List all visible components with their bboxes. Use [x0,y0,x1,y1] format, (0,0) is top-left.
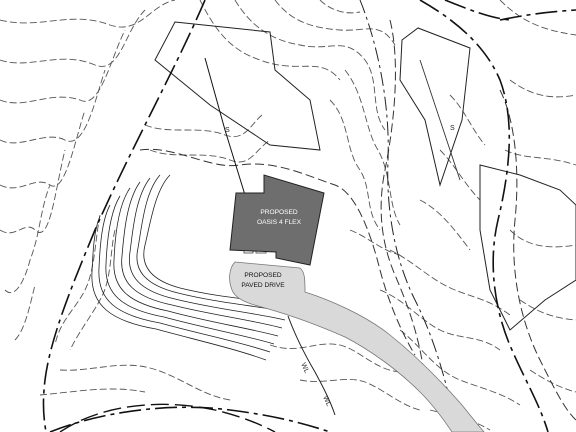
building-footprint: PROPOSED OASIS 4 FLEX [229,174,325,266]
water-tag-1: WL [299,362,310,375]
building-label-line2: OASIS 4 FLEX [257,219,302,226]
limit-of-clearing [139,19,576,421]
water-tag-2: WL [321,395,332,408]
drive-label-line2: PAVED DRIVE [241,282,285,289]
septic-tag-left: S [225,127,230,134]
water-line: WL WL [287,315,336,416]
setback-arc [59,403,276,432]
building-label-line1: PROPOSED [260,209,298,216]
proposed-grading-contours [91,174,291,361]
woods-lines [154,21,576,331]
drive-label-line1: PROPOSED [244,272,282,279]
property-lines [42,0,576,432]
septic-tag-right: S [450,125,455,132]
septic-line: S S [204,57,461,196]
paved-drive: PROPOSED PAVED DRIVE [229,243,485,432]
